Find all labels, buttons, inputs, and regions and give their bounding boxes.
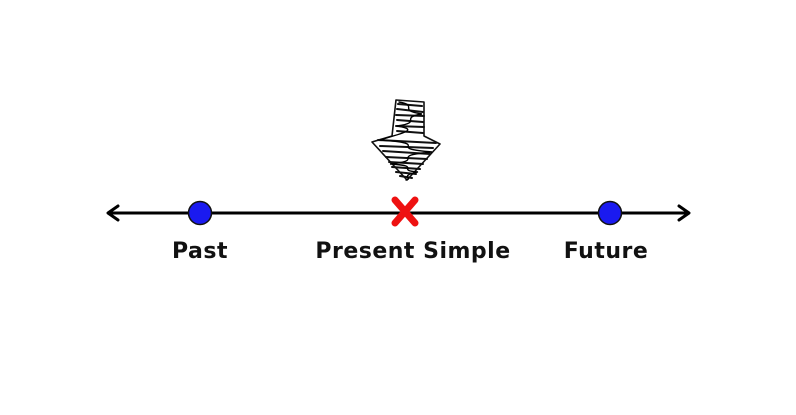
left-arrowhead-icon: [106, 204, 120, 222]
present-cross-marker-icon: [391, 196, 419, 227]
scribble-down-arrow-icon: [371, 99, 441, 181]
right-arrowhead-icon: [677, 204, 691, 222]
present-simple-label: Present Simple: [315, 239, 511, 264]
future-point: [597, 200, 623, 226]
future-label: Future: [563, 239, 649, 264]
past-point: [187, 200, 213, 226]
past-label: Past: [172, 239, 228, 264]
